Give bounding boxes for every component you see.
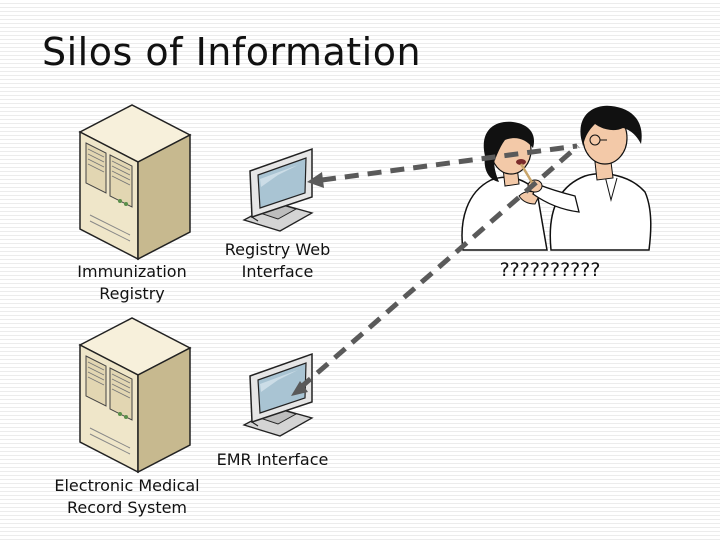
- connector-arrowhead: [291, 381, 308, 396]
- label-line: Interface: [241, 262, 314, 281]
- doctor-patient-illustration: [461, 105, 652, 251]
- connector-arrowhead: [307, 172, 324, 188]
- server-tower-icon: [78, 317, 192, 474]
- immunization-registry-label: Immunization Registry: [62, 261, 202, 305]
- server-tower-icon: [78, 104, 192, 261]
- label-line: Registry Web: [224, 240, 331, 259]
- emr-interface-label: EMR Interface: [216, 450, 329, 469]
- unknown-label: ??????????: [499, 259, 601, 281]
- label-line: Electronic Medical: [54, 476, 200, 495]
- monitor-icon: [242, 352, 314, 437]
- dashed-connector-registry: [321, 143, 578, 183]
- dashed-connector-emr: [298, 144, 580, 390]
- ehr-system-label: Electronic Medical Record System: [47, 475, 207, 519]
- slide-title: Silos of Information: [42, 30, 422, 74]
- registry-web-interface-label: Registry Web Interface: [205, 239, 350, 283]
- label-line: Record System: [66, 498, 188, 517]
- monitor-icon: [242, 147, 314, 232]
- label-line: Immunization: [77, 262, 187, 281]
- label-line: Registry: [99, 284, 165, 303]
